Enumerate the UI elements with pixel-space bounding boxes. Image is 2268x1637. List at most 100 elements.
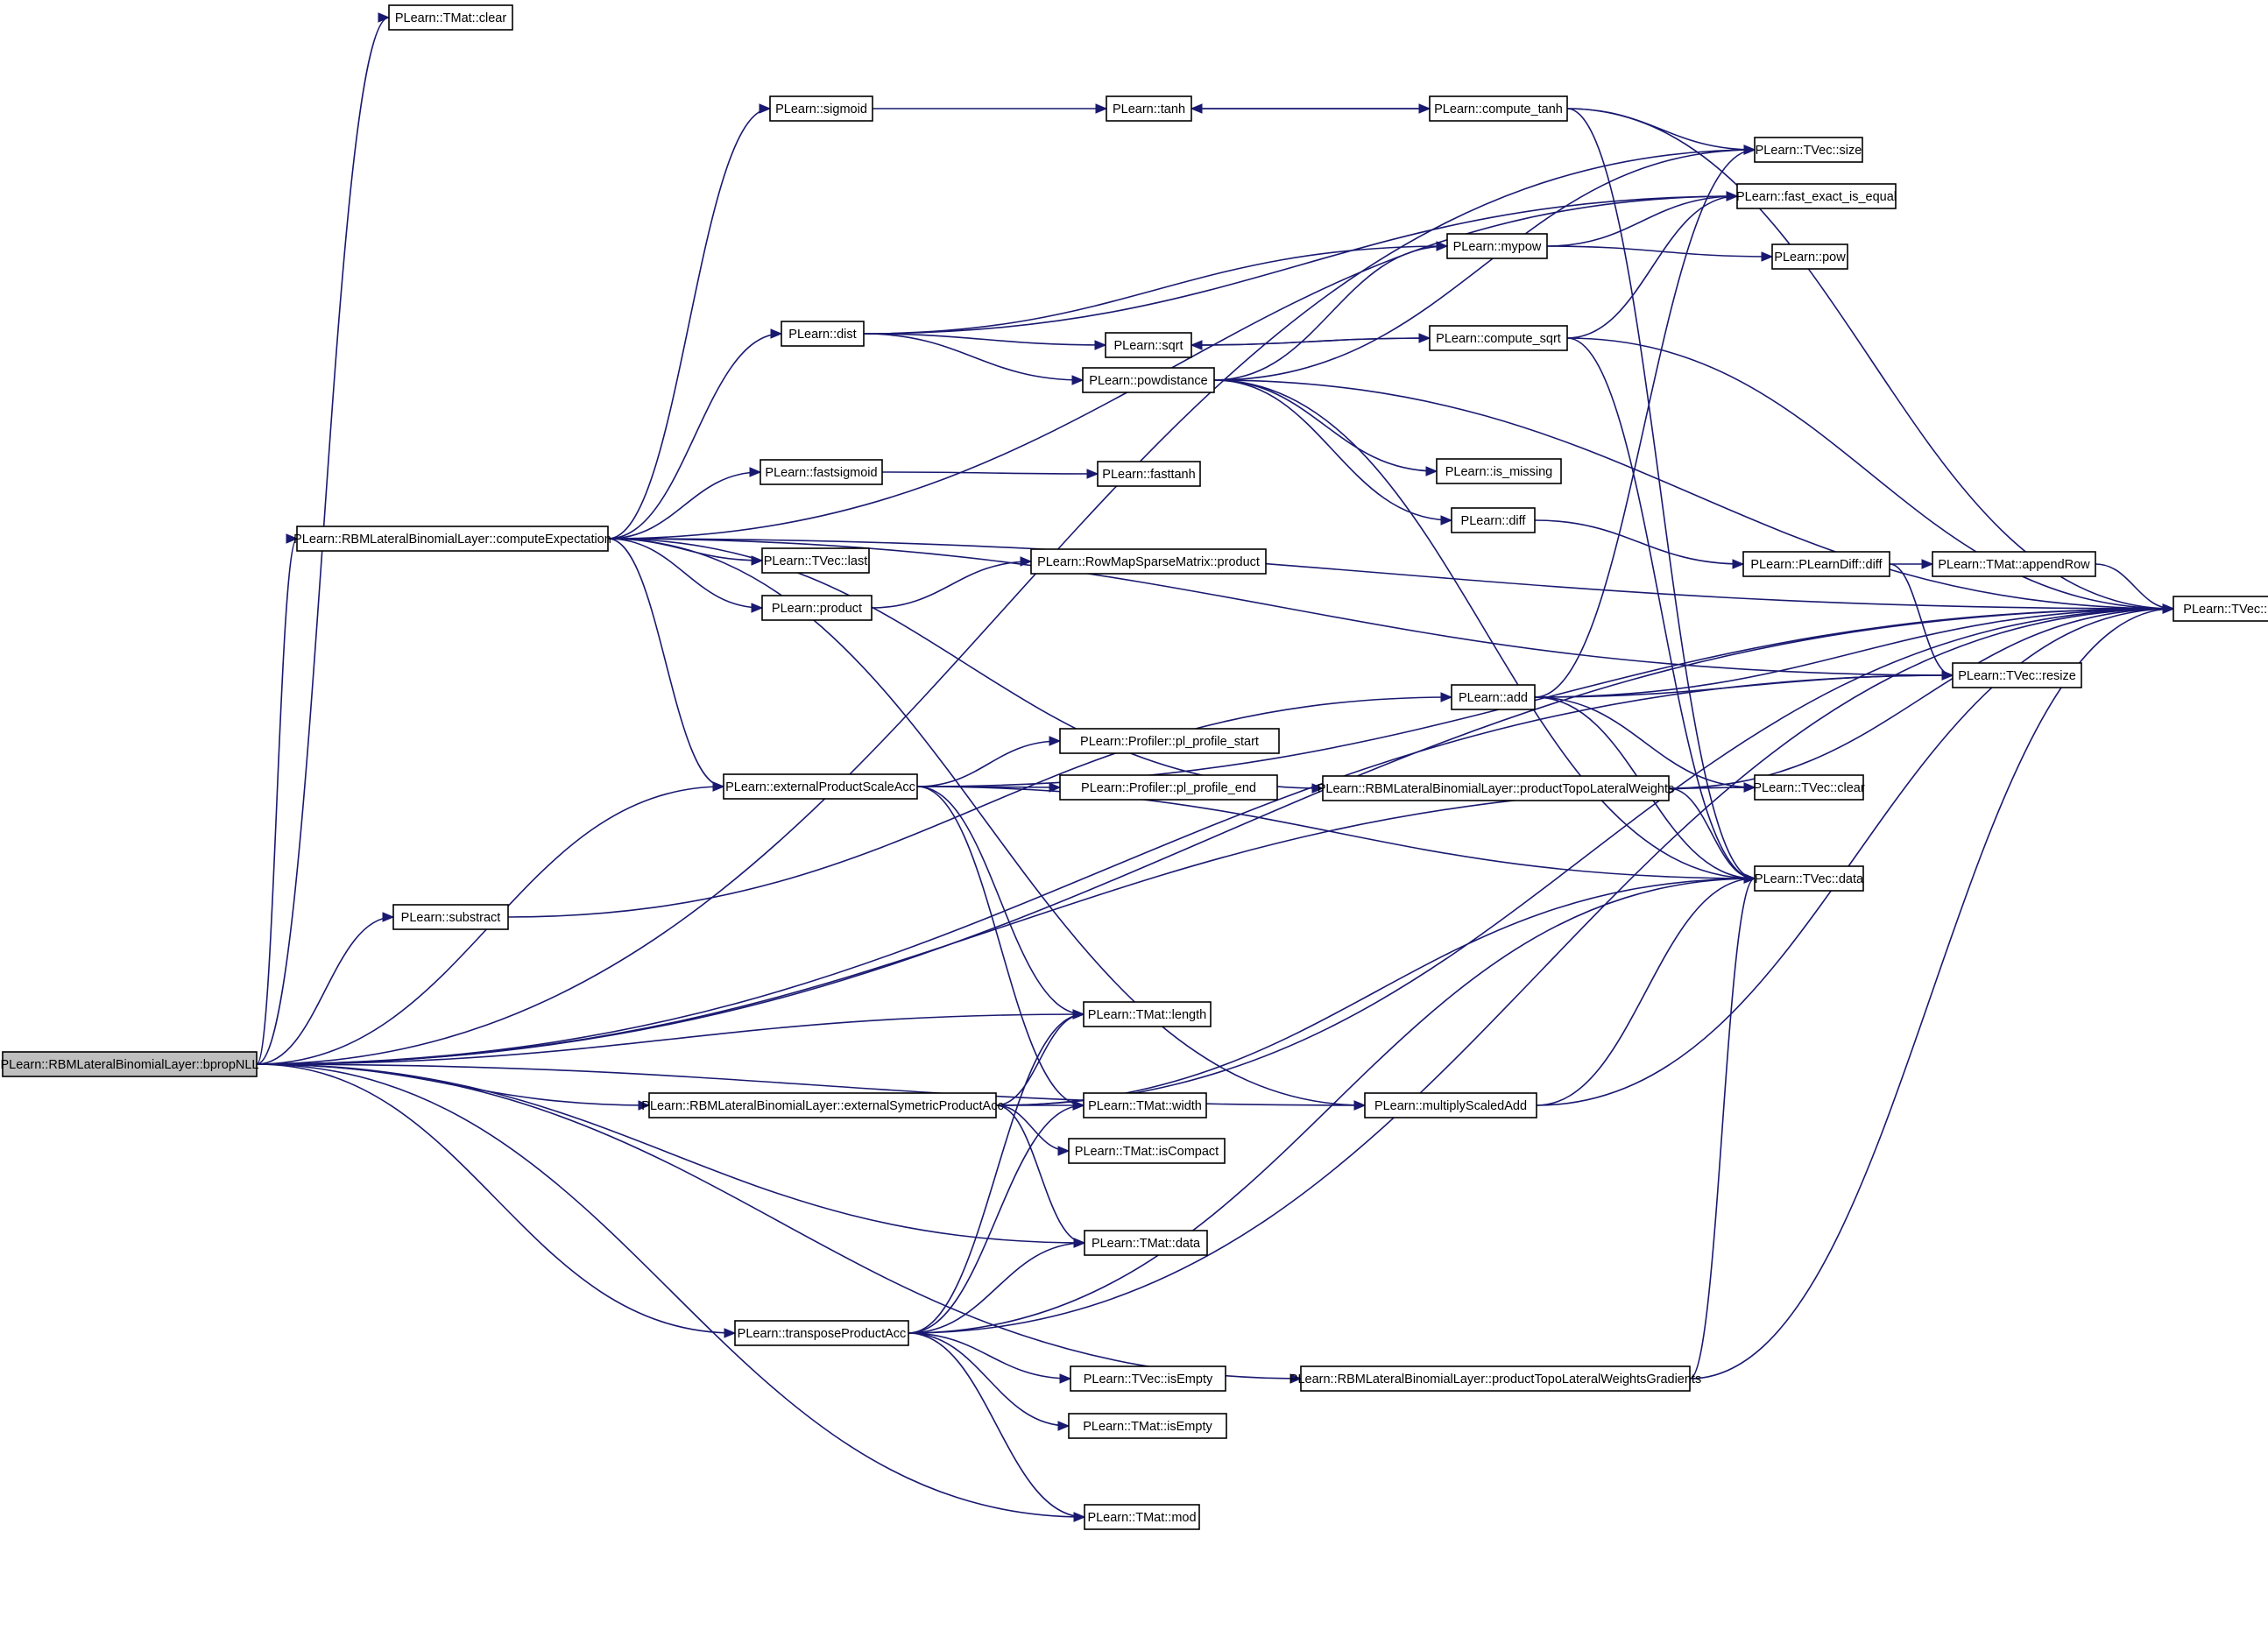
- edge-compute_exp-to-sigmoid: [607, 108, 771, 540]
- node-pl-start[interactable]: PLearn::Profiler::pl_profile_start: [1059, 728, 1280, 754]
- node-label: PLearn::TVec::size: [1756, 144, 1862, 158]
- node-msa[interactable]: PLearn::multiplyScaledAdd: [1364, 1092, 1537, 1118]
- node-label: PLearn::RBMLateralBinomialLayer::externa…: [641, 1099, 1003, 1113]
- node-sigmoid[interactable]: PLearn::sigmoid: [769, 95, 873, 122]
- node-ext-sym[interactable]: PLearn::RBMLateralBinomialLayer::externa…: [641, 1092, 1004, 1118]
- node-appendrow[interactable]: PLearn::TMat::appendRow: [1932, 551, 2096, 577]
- node-box: [1106, 95, 1192, 122]
- edge-tpa-to-tmat_length: [908, 1013, 1085, 1334]
- node-product[interactable]: PLearn::product: [761, 595, 873, 621]
- node-tvec-resize[interactable]: PLearn::TVec::resize: [1952, 662, 2082, 688]
- node-sqrt[interactable]: PLearn::sqrt: [1105, 332, 1192, 358]
- node-tvec-length[interactable]: PLearn::TVec::length: [2173, 596, 2268, 622]
- edge-bprop-to-tmat_length: [256, 1013, 1085, 1065]
- node-ext-psa[interactable]: PLearn::externalProductScaleAcc: [723, 773, 918, 800]
- edge-msa-to-tvec_data: [1536, 878, 1756, 1106]
- node-fasttanh[interactable]: PLearn::fasttanh: [1097, 461, 1201, 487]
- node-diff[interactable]: PLearn::diff: [1451, 507, 1536, 533]
- node-substract[interactable]: PLearn::substract: [392, 904, 509, 930]
- edge-bprop-to-tvec_length: [256, 608, 2174, 1065]
- node-label: PLearn::RBMLateralBinomialLayer::product…: [1318, 782, 1675, 796]
- node-box: [1952, 662, 2082, 688]
- edge-arrowhead: [1057, 1146, 1070, 1156]
- node-tmat-width[interactable]: PLearn::TMat::width: [1083, 1092, 1207, 1118]
- node-box: [1451, 684, 1536, 710]
- node-pldiff[interactable]: PLearn::PLearnDiff::diff: [1742, 551, 1890, 577]
- node-tanh[interactable]: PLearn::tanh: [1106, 95, 1192, 122]
- node-tvec-last[interactable]: PLearn::TVec::last: [761, 547, 870, 574]
- node-powdistance[interactable]: PLearn::powdistance: [1082, 367, 1215, 393]
- edge-appendrow-to-tvec_length: [2095, 563, 2174, 610]
- edge-compute_exp-to-tvec_length: [607, 538, 2174, 610]
- node-box: [1084, 1230, 1208, 1256]
- edge-mypow-to-pow: [1546, 245, 1773, 258]
- node-fast-eq[interactable]: PLearn::fast_exact_is_equal: [1736, 183, 1897, 209]
- edge-arrowhead: [1743, 782, 1756, 793]
- edge-arrowhead: [1425, 466, 1438, 476]
- node-tmat-iscompact[interactable]: PLearn::TMat::isCompact: [1068, 1138, 1226, 1164]
- edge-bprop-to-tvec_resize: [256, 674, 1954, 1065]
- node-tmat-mod[interactable]: PLearn::TMat::mod: [1084, 1504, 1200, 1530]
- edge-ext_psa-to-tmat_length: [916, 786, 1085, 1015]
- edge-compute_sqrt-to-sqrt: [1191, 337, 1431, 346]
- edge-compute_tanh-to-tvec_length: [1566, 108, 2174, 610]
- edge-compute_exp-to-ptlw: [607, 538, 1324, 789]
- node-label: PLearn::fasttanh: [1102, 468, 1195, 482]
- node-tmat-data[interactable]: PLearn::TMat::data: [1084, 1230, 1208, 1256]
- edge-msa-to-tvec_length: [1536, 608, 2174, 1106]
- edge-add-to-tvec_resize: [1534, 674, 1954, 698]
- edge-dist-to-mypow: [863, 245, 1448, 335]
- node-box: [2, 1051, 258, 1077]
- node-tpa[interactable]: PLearn::transposeProductAcc: [734, 1320, 909, 1346]
- node-mypow[interactable]: PLearn::mypow: [1446, 233, 1548, 259]
- node-tvec-clear[interactable]: PLearn::TVec::clear: [1753, 774, 1865, 801]
- node-tmat-isempty[interactable]: PLearn::TMat::isEmpty: [1068, 1413, 1227, 1439]
- node-dist[interactable]: PLearn::dist: [781, 321, 865, 347]
- edge-compute_exp-to-tvec_resize: [607, 538, 1954, 676]
- edge-product-to-rowmap_product: [871, 561, 1032, 609]
- edge-bprop-to-tpa: [256, 1063, 736, 1334]
- node-ptlw[interactable]: PLearn::RBMLateralBinomialLayer::product…: [1318, 775, 1675, 801]
- edge-compute_exp-to-fastsigmoid: [607, 471, 761, 540]
- node-tvec-isempty[interactable]: PLearn::TVec::isEmpty: [1070, 1365, 1226, 1392]
- node-label: PLearn::compute_sqrt: [1436, 332, 1561, 346]
- edge-ptlw-to-tvec_length: [1668, 608, 2174, 789]
- node-box: [2173, 596, 2268, 622]
- edge-arrowhead: [1941, 670, 1954, 681]
- edges-layer: [256, 12, 2175, 1522]
- edge-arrowhead: [1073, 1238, 1086, 1248]
- node-compute-exp[interactable]: PLearn::RBMLateralBinomialLayer::compute…: [293, 526, 611, 552]
- node-tmat-length[interactable]: PLearn::TMat::length: [1083, 1001, 1212, 1027]
- node-rowmap-product[interactable]: PLearn::RowMapSparseMatrix::product: [1030, 548, 1267, 575]
- edge-compute_sqrt-to-fast_eq: [1566, 195, 1738, 339]
- node-box: [781, 321, 865, 347]
- node-add[interactable]: PLearn::add: [1451, 684, 1536, 710]
- node-label: PLearn::fast_exact_is_equal: [1736, 190, 1897, 204]
- edge-substract-to-add: [507, 696, 1452, 918]
- edge-arrowhead: [759, 103, 772, 114]
- node-is-missing[interactable]: PLearn::is_missing: [1436, 458, 1562, 484]
- node-fastsigmoid[interactable]: PLearn::fastsigmoid: [760, 459, 883, 485]
- node-label: PLearn::externalProductScaleAcc: [725, 780, 915, 794]
- node-ptlwg[interactable]: PLearn::RBMLateralBinomialLayer::product…: [1289, 1365, 1701, 1392]
- node-pow[interactable]: PLearn::pow: [1771, 243, 1848, 270]
- node-label: PLearn::TMat::length: [1088, 1008, 1206, 1022]
- node-pl-end[interactable]: PLearn::Profiler::pl_profile_end: [1059, 774, 1278, 801]
- node-bprop[interactable]: PLearn::RBMLateralBinomialLayer::bpropNL…: [1, 1051, 259, 1077]
- node-label: PLearn::fastsigmoid: [765, 466, 877, 480]
- edge-arrowhead: [1921, 559, 1934, 569]
- node-compute-sqrt[interactable]: PLearn::compute_sqrt: [1429, 325, 1568, 351]
- node-label: PLearn::Profiler::pl_profile_start: [1080, 735, 1259, 749]
- edge-arrowhead: [1086, 469, 1099, 479]
- node-label: PLearn::TVec::length: [2183, 603, 2268, 617]
- node-box: [761, 547, 870, 574]
- node-tmat-clear[interactable]: PLearn::TMat::clear: [388, 4, 513, 31]
- edge-arrowhead: [1094, 340, 1107, 350]
- edge-compute_tanh-to-tvec_size: [1566, 108, 1756, 151]
- node-box: [1742, 551, 1890, 577]
- node-compute-tanh[interactable]: PLearn::compute_tanh: [1429, 95, 1568, 122]
- node-box: [1754, 865, 1864, 892]
- node-tvec-data[interactable]: PLearn::TVec::data: [1754, 865, 1864, 892]
- node-tvec-size[interactable]: PLearn::TVec::size: [1754, 137, 1863, 163]
- node-label: PLearn::sigmoid: [775, 102, 867, 116]
